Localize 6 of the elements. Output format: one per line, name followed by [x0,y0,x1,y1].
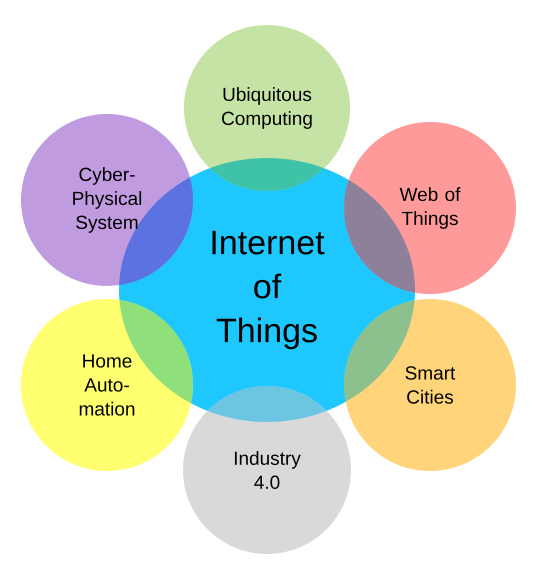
circle-node: Smart Cities [344,299,516,471]
circle-node: Cyber- Physical System [21,114,193,286]
circle-node: Industry 4.0 [183,386,351,554]
circle-node: Web of Things [344,122,516,294]
circle-node: Ubiquitous Computing [184,25,350,191]
circle-node: Home Auto- mation [21,299,193,471]
